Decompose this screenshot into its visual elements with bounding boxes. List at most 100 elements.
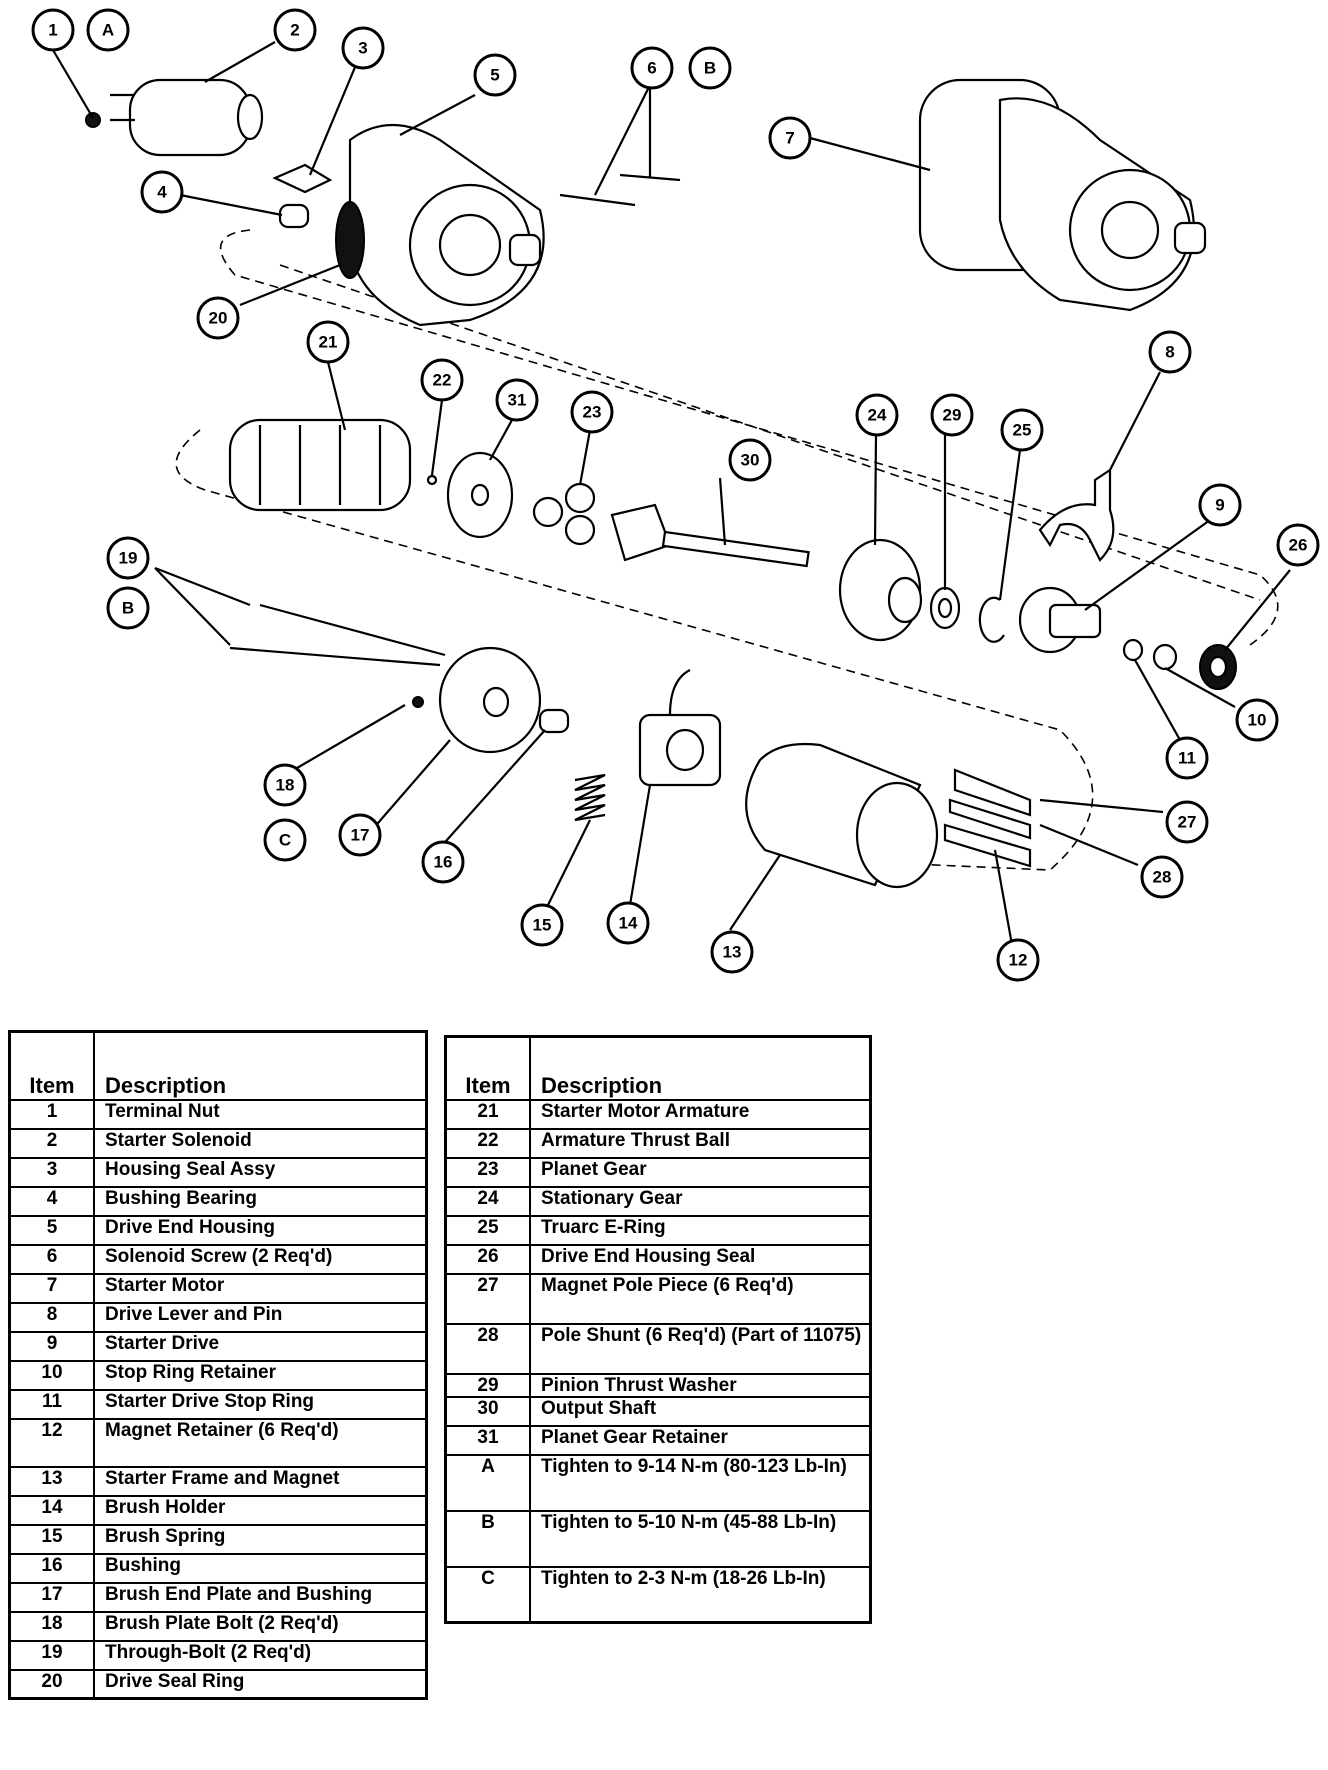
svg-text:27: 27 (1178, 813, 1197, 832)
item-cell: 30 (444, 1395, 531, 1427)
item-cell: 23 (444, 1156, 531, 1188)
callout-25: 25 (1000, 408, 1044, 452)
description-cell: Truarc E-Ring (529, 1214, 872, 1246)
through-bolts-part (229, 603, 446, 667)
callout-8: 8 (1148, 330, 1192, 374)
item-cell: 9 (8, 1330, 95, 1362)
planet-gear-retainer-part (446, 451, 514, 539)
item-cell: 11 (8, 1388, 95, 1420)
item-cell: 12 (8, 1417, 95, 1468)
svg-text:11: 11 (1178, 749, 1196, 768)
description-cell: Starter Motor Armature (529, 1098, 872, 1130)
callout-31: 31 (495, 378, 539, 422)
description-cell: Starter Frame and Magnet (93, 1465, 428, 1497)
description-cell: Magnet Pole Piece (6 Req'd) (529, 1272, 872, 1325)
callout-5: 5 (473, 53, 517, 97)
leader-lines (52, 41, 1291, 946)
description-cell: Brush End Plate and Bushing (93, 1581, 428, 1613)
svg-text:30: 30 (741, 451, 760, 470)
drive-end-housing-part (335, 124, 545, 327)
description-cell: Magnet Retainer (6 Req'd) (93, 1417, 428, 1468)
description-cell: Stop Ring Retainer (93, 1359, 428, 1391)
description-cell: Pole Shunt (6 Req'd) (Part of 11075) (529, 1322, 872, 1375)
callout-B-top: B (688, 46, 732, 90)
svg-text:8: 8 (1165, 343, 1174, 362)
callout-13: 13 (710, 930, 754, 974)
item-cell: 26 (444, 1243, 531, 1275)
item-cell: 28 (444, 1322, 531, 1375)
svg-text:25: 25 (1013, 421, 1032, 440)
description-cell: Starter Solenoid (93, 1127, 428, 1159)
svg-text:28: 28 (1153, 868, 1172, 887)
description-cell: Drive End Housing Seal (529, 1243, 872, 1275)
description-cell: Stationary Gear (529, 1185, 872, 1217)
callout-30: 30 (728, 438, 772, 482)
pole-shunt-part (948, 798, 1032, 840)
description-cell: Output Shaft (529, 1395, 872, 1427)
description-column-header: Description (93, 1030, 428, 1101)
svg-text:12: 12 (1009, 951, 1028, 970)
callout-10: 10 (1235, 698, 1279, 742)
magnet-retainer-part (943, 823, 1032, 868)
stop-ring-part (1122, 638, 1144, 662)
svg-text:A: A (102, 21, 114, 40)
svg-text:C: C (279, 831, 291, 850)
svg-text:26: 26 (1289, 536, 1308, 555)
stop-ring-retainer-part (1152, 643, 1178, 671)
brush-end-plate-part (412, 646, 542, 754)
svg-text:14: 14 (619, 914, 638, 933)
stationary-gear-part (838, 538, 923, 642)
starter-frame-part (745, 742, 939, 889)
callout-B-left: B (106, 586, 150, 630)
description-cell: Solenoid Screw (2 Req'd) (93, 1243, 428, 1275)
callout-A: A (86, 8, 130, 52)
bushing-part (538, 708, 570, 734)
description-cell: Armature Thrust Ball (529, 1127, 872, 1159)
drive-end-housing-seal-part (1199, 644, 1237, 690)
item-cell: 15 (8, 1523, 95, 1555)
magnet-pole-piece-part (953, 768, 1032, 817)
brush-spring-part (574, 773, 606, 822)
description-cell: Tighten to 9-14 N-m (80-123 Lb-In) (529, 1453, 872, 1512)
callout-20: 20 (196, 296, 240, 340)
item-cell: 27 (444, 1272, 531, 1325)
terminal-nut-part (85, 112, 101, 128)
pinion-thrust-washer-part (929, 586, 961, 630)
item-cell: A (444, 1453, 531, 1512)
armature-part (228, 418, 438, 512)
item-cell: B (444, 1509, 531, 1568)
callout-24: 24 (855, 393, 899, 437)
description-cell: Drive Lever and Pin (93, 1301, 428, 1333)
callout-21: 21 (306, 320, 350, 364)
svg-text:17: 17 (351, 826, 370, 845)
item-cell: 16 (8, 1552, 95, 1584)
starter-solenoid-part (110, 78, 264, 157)
callout-3: 3 (341, 26, 385, 70)
planet-gears-part (532, 482, 596, 546)
item-cell: C (444, 1565, 531, 1624)
description-cell: Drive Seal Ring (93, 1668, 428, 1700)
starter-drive-part (1018, 586, 1102, 654)
description-cell: Starter Drive (93, 1330, 428, 1362)
svg-text:23: 23 (583, 403, 602, 422)
solenoid-screws-part (559, 173, 681, 207)
description-cell: Brush Plate Bolt (2 Req'd) (93, 1610, 428, 1642)
item-column-header: Item (8, 1030, 95, 1101)
exploded-starter-diagram: 1 A 2 3 4 5 6 B 7 20 21 22 31 23 30 24 2… (31, 8, 1320, 982)
item-cell: 1 (8, 1098, 95, 1130)
item-cell: 25 (444, 1214, 531, 1246)
